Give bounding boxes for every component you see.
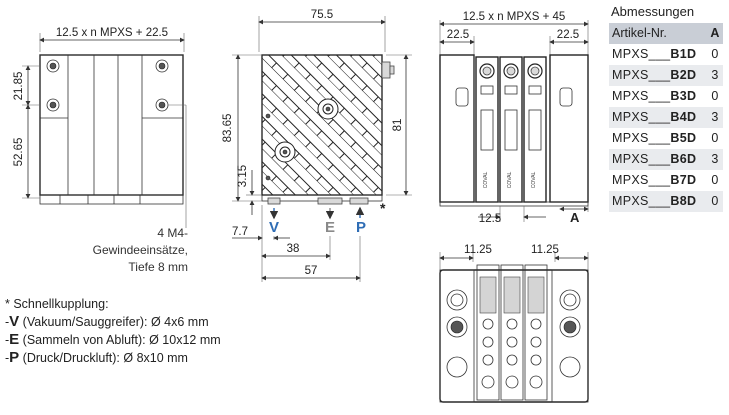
port-e-label: E	[325, 219, 335, 236]
dim-11-25-left: 11.25	[464, 244, 492, 256]
row-suffix: B5D	[670, 131, 697, 145]
row-a-value: 3	[706, 107, 723, 128]
row-prefix: MPXS___	[612, 89, 671, 103]
row-suffix: B8D	[670, 194, 697, 208]
front-view: 12.5 x n MPXS + 45 22.5 22.5 COVAL COVAL	[439, 11, 589, 225]
thread-insert-bottom-left	[46, 98, 60, 112]
row-a-value: 0	[711, 47, 719, 61]
port-circle-upper	[317, 98, 339, 120]
row-a-value: 3	[706, 65, 723, 86]
row-suffix: B2D	[670, 68, 697, 82]
dim-57: 57	[305, 265, 318, 277]
table-row: MPXS___B3D 0	[609, 86, 723, 107]
row-prefix: MPXS___	[612, 131, 671, 145]
legend-text-e: (Sammeln von Abluft): Ø 10x12 mm	[22, 333, 221, 347]
table-row: MPXS___B6D 3	[609, 149, 723, 170]
port-v-label: V	[269, 219, 279, 236]
bottom-view: 11.25 11.25	[439, 244, 589, 403]
dim-52-65: 52.65	[13, 138, 25, 167]
table-row: MPXS___B5D 0	[609, 128, 723, 149]
dim-21-85: 21.85	[13, 72, 25, 101]
dim-75-5: 75.5	[311, 9, 333, 21]
valve-module-3: COVAL	[523, 56, 547, 203]
table-header-row: Artikel-Nr. A	[609, 23, 723, 44]
legend-letter-v: V	[9, 313, 20, 330]
port-v: V	[269, 208, 279, 236]
dim-81: 81	[392, 119, 404, 132]
port-circle-lower	[274, 141, 296, 163]
dim-7-7: 7.7	[232, 226, 248, 238]
thread-insert-top-left	[46, 59, 60, 73]
row-prefix: MPXS___	[612, 47, 671, 61]
dim-38: 38	[287, 243, 300, 255]
left-width-label: 12.5 x n MPXS + 22.5	[56, 27, 168, 39]
port-e: E	[325, 208, 335, 236]
brand-label-1: COVAL	[483, 171, 489, 188]
legend-text-v: (Vakuum/Sauggreifer): Ø 4x6 mm	[22, 315, 209, 329]
threads-note: 4 M4-Gewindeeinsätze,Tiefe 8 mm	[92, 226, 188, 274]
thread-insert-bottom-right	[155, 98, 169, 112]
legend-item-p: -P (Druck/Druckluft): Ø 8x10 mm	[5, 349, 188, 366]
header-a: A	[706, 23, 723, 44]
electrical-connector	[381, 61, 395, 79]
row-prefix: MPXS___	[612, 68, 671, 82]
legend-letter-e: E	[9, 331, 20, 348]
row-a-value: 0	[711, 173, 719, 187]
row-prefix: MPXS___	[612, 194, 671, 208]
row-suffix: B7D	[670, 173, 697, 187]
brand-label-2: COVAL	[507, 171, 513, 188]
port-p: P	[355, 206, 366, 236]
table-row: MPXS___B1D 0	[609, 44, 723, 65]
legend-header: * Schnellkupplung:	[5, 297, 109, 311]
bottom-module-1	[476, 264, 500, 401]
row-suffix: B6D	[670, 152, 697, 166]
legend-item-e: -E (Sammeln von Abluft): Ø 10x12 mm	[5, 331, 221, 348]
dim-83-65: 83.65	[222, 114, 234, 143]
valve-module-1: COVAL	[475, 56, 499, 203]
header-article: Artikel-Nr.	[609, 23, 707, 44]
brand-label-3: COVAL	[531, 171, 537, 188]
row-suffix: B4D	[670, 110, 697, 124]
asterisk: *	[380, 200, 386, 216]
dimensions-title: Abmessungen	[611, 4, 695, 19]
front-width-label: 12.5 x n MPXS + 45	[463, 11, 566, 23]
row-prefix: MPXS___	[612, 152, 671, 166]
row-prefix: MPXS___	[612, 110, 671, 124]
table-row: MPXS___B7D 0	[609, 170, 723, 191]
port-p-label: P	[356, 219, 366, 236]
dim-3-15: 3.15	[237, 165, 249, 187]
legend-text-p: (Druck/Druckluft): Ø 8x10 mm	[22, 351, 188, 365]
dim-11-25-right: 11.25	[531, 244, 559, 256]
label-a: A	[570, 210, 580, 225]
row-a-value: 3	[706, 149, 723, 170]
left-view: 12.5 x n MPXS + 22.5 21.85 52.65	[13, 27, 187, 228]
row-prefix: MPXS___	[612, 173, 671, 187]
dim-12-5: 12.5	[479, 213, 501, 225]
row-suffix: B1D	[670, 47, 697, 61]
table-row: MPXS___B2D 3	[609, 65, 723, 86]
row-suffix: B3D	[670, 89, 697, 103]
bottom-module-3	[524, 264, 548, 401]
row-a-value: 0	[711, 89, 719, 103]
bottom-module-2	[500, 264, 524, 401]
table-row: MPXS___B4D 3	[609, 107, 723, 128]
dim-22-5-right: 22.5	[557, 29, 579, 41]
legend-letter-p: P	[9, 349, 20, 366]
thread-insert-top-right	[155, 59, 169, 73]
table-row: MPXS___B8D 0	[609, 191, 723, 212]
legend-item-v: -V (Vakuum/Sauggreifer): Ø 4x6 mm	[5, 313, 209, 330]
legend: * Schnellkupplung: -V (Vakuum/Sauggreife…	[5, 296, 221, 367]
row-a-value: 0	[706, 191, 723, 212]
side-view: 75.5 V E P *	[222, 9, 412, 282]
row-a-value: 0	[711, 131, 719, 145]
valve-module-2: COVAL	[499, 56, 523, 203]
dim-22-5-left: 22.5	[447, 29, 469, 41]
